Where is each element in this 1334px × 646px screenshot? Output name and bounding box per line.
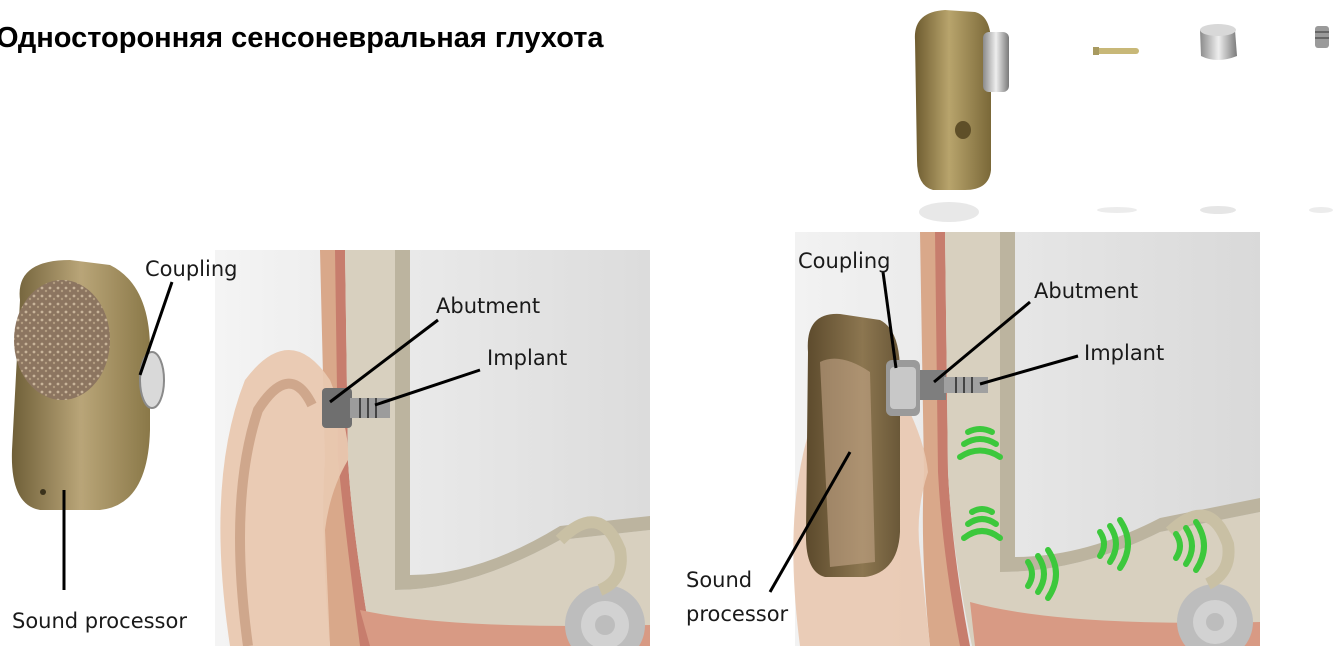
label-coupling: Coupling [145, 257, 237, 281]
label-abutment: Abutment [1034, 279, 1138, 303]
implant-screw-icon [1309, 26, 1333, 213]
right-anatomy-illustration: Coupling Abutment Implant Sound processo… [680, 232, 1260, 646]
label-abutment: Abutment [436, 294, 540, 318]
label-coupling: Coupling [798, 249, 890, 273]
coupling-part-icon [1200, 24, 1237, 214]
label-sound: Sound [686, 568, 752, 592]
label-implant: Implant [487, 346, 567, 370]
sound-processor-icon [12, 260, 164, 510]
sound-processor-device-icon [915, 10, 1009, 222]
abutment-part-icon [1093, 47, 1139, 213]
page-title: Односторонняя сенсоневральная глухота [0, 22, 604, 55]
label-processor: processor [686, 602, 789, 626]
label-implant: Implant [1084, 341, 1164, 365]
components-photo [905, 0, 1334, 230]
sound-processor-icon [806, 314, 900, 577]
label-sound-processor: Sound processor [12, 609, 187, 633]
left-anatomy-illustration: Coupling Abutment Implant Sound processo… [0, 230, 650, 646]
